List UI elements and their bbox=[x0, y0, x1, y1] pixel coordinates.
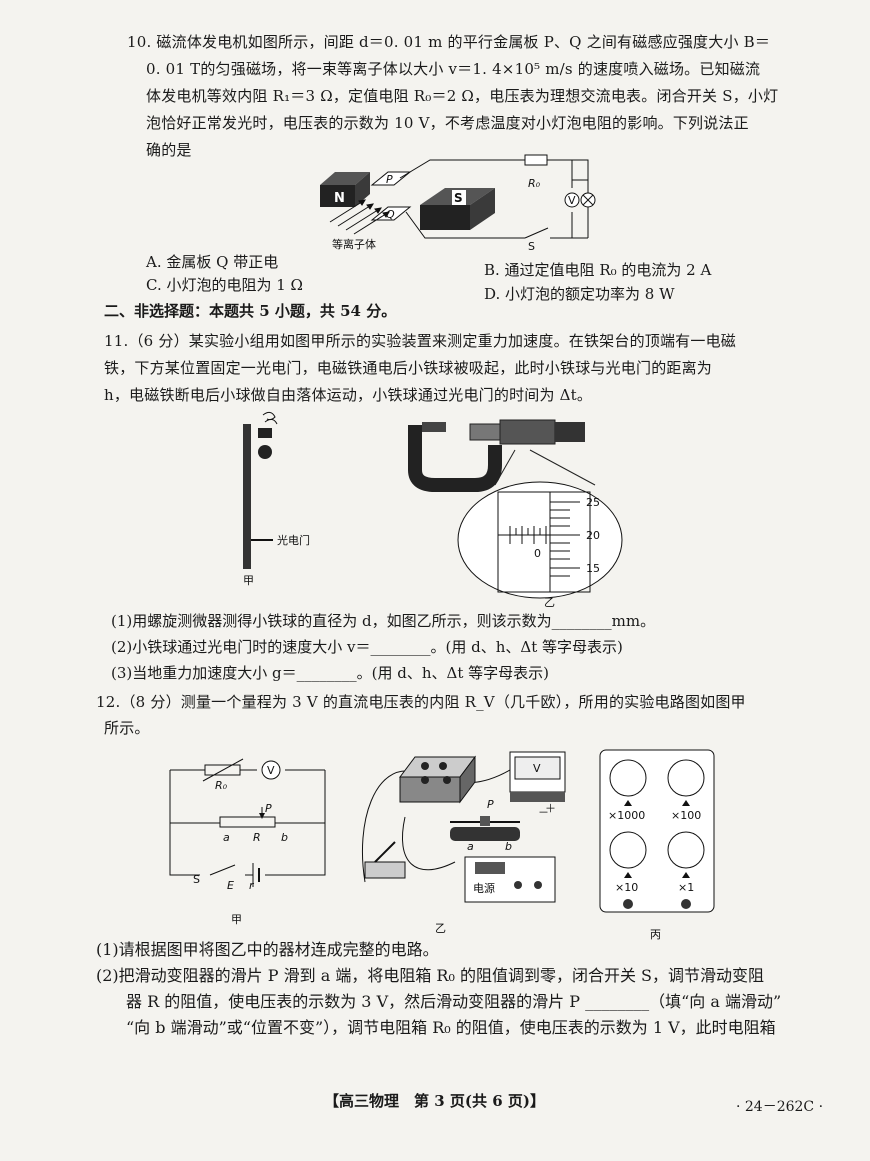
q10-n-pole-label: N bbox=[334, 191, 345, 206]
q12-fig-jia-e: E bbox=[227, 879, 234, 892]
q12-fig-jia-a: a bbox=[223, 831, 230, 844]
q12-circuit-figure: V R₀ P a R b S E r 甲 bbox=[169, 758, 326, 926]
dial-x10-label: ×10 bbox=[615, 881, 638, 894]
q10-option-c[interactable]: C. 小灯泡的电阻为 1 Ω bbox=[146, 276, 303, 294]
q11-sub-3: (3)当地重力加速度大小 g＝________。(用 d、h、Δt 等字母表示) bbox=[111, 664, 549, 682]
q11-line-1: 11.（6 分）某实验小组用如图甲所示的实验装置来测定重力加速度。在铁架台的顶端… bbox=[104, 332, 736, 350]
q12-fig-yi-caption: 乙 bbox=[435, 922, 446, 935]
q12-fig-yi-minus: － bbox=[538, 806, 549, 819]
q12-fig-jia-s: S bbox=[193, 873, 200, 886]
q11-line-3: h，电磁铁断电后小球做自由落体运动，小铁球通过光电门的时间为 Δt。 bbox=[104, 386, 593, 404]
q11-stand-figure: 光电门 甲 bbox=[243, 411, 310, 587]
q10-plasma-label: 等离子体 bbox=[332, 237, 376, 251]
q10-line-2: 0. 01 T的匀强磁场，将一束等离子体以大小 v＝1. 4×10⁵ m/s 的… bbox=[146, 60, 761, 78]
q11-fig-jia-caption: 甲 bbox=[243, 574, 254, 587]
q11-zero-label: 0 bbox=[534, 547, 541, 560]
q12-apparatus-figure: V － ＋ P a b 电源 乙 bbox=[361, 751, 566, 935]
plasma-arrows bbox=[329, 199, 390, 235]
q12-sub-3: 器 R 的阻值，使电压表的示数为 3 V，然后滑动变阻器的滑片 P ______… bbox=[126, 992, 782, 1011]
q12-fig-yi-a: a bbox=[467, 840, 474, 853]
q11-fig-yi-caption: 乙 bbox=[544, 596, 555, 609]
q12-sub-1: (1)请根据图甲将图乙中的器材连成完整的电路。 bbox=[96, 940, 439, 959]
q10-plate-p-label: P bbox=[386, 173, 393, 186]
footer-page-info: 【高三物理 第 3 页(共 6 页)】 bbox=[324, 1092, 545, 1110]
q10-mhd-figure: N P Q 等离子体 S R₀ V S bbox=[320, 154, 596, 253]
q12-fig-yi-p: P bbox=[487, 798, 494, 811]
q10-plate-q-label: Q bbox=[386, 208, 395, 221]
q10-s-pole-label: S bbox=[454, 191, 463, 205]
section-2-heading: 二、非选择题：本题共 5 小题，共 54 分。 bbox=[104, 302, 397, 320]
q10-option-a[interactable]: A. 金属板 Q 带正电 bbox=[146, 253, 279, 271]
q10-option-d[interactable]: D. 小灯泡的额定功率为 8 W bbox=[484, 285, 675, 303]
q10-r0-label: R₀ bbox=[528, 177, 541, 190]
q12-fig-yi-plus: ＋ bbox=[545, 802, 556, 815]
q10-switch-label: S bbox=[528, 240, 535, 253]
q12-fig-yi-v: V bbox=[533, 762, 541, 775]
q12-fig-bing-caption: 丙 bbox=[650, 928, 661, 941]
q10-option-b[interactable]: B. 通过定值电阻 R₀ 的电流为 2 A bbox=[484, 261, 712, 279]
q10-line-5: 确的是 bbox=[146, 141, 192, 159]
q11-sub-2: (2)小铁球通过光电门时的速度大小 v＝________。(用 d、h、Δt 等… bbox=[111, 638, 623, 656]
dial-x100-label: ×100 bbox=[671, 809, 701, 822]
q12-line-2: 所示。 bbox=[104, 719, 150, 737]
q12-fig-jia-b: b bbox=[281, 831, 288, 844]
q11-sub-1: (1)用螺旋测微器测得小铁球的直径为 d，如图乙所示，则该示数为________… bbox=[111, 612, 656, 630]
q11-tick-25: 25 bbox=[586, 496, 600, 509]
q11-tick-15: 15 bbox=[586, 562, 600, 575]
q10-voltmeter-v: V bbox=[568, 194, 576, 207]
q12-fig-jia-v: V bbox=[267, 764, 275, 777]
q12-line-1: 12.（8 分）测量一个量程为 3 V 的直流电压表的内阻 R_V（几千欧），所… bbox=[96, 693, 746, 711]
q12-fig-jia-r: R bbox=[253, 831, 261, 844]
terminal-left bbox=[623, 899, 633, 909]
q12-fig-jia-r-internal: r bbox=[249, 879, 255, 892]
q12-dial-box-figure: ×1000 ×100 ×10 ×1 丙 bbox=[599, 749, 715, 941]
q12-fig-yi-b: b bbox=[505, 840, 512, 853]
terminal-right bbox=[681, 899, 691, 909]
q11-micrometer-figure: 25 20 15 0 乙 bbox=[408, 419, 623, 609]
q12-fig-jia-r0: R₀ bbox=[215, 779, 228, 792]
q10-line-4: 泡恰好正常发光时，电压表的示数为 10 V，不考虑温度对小灯泡电阻的影响。下列说… bbox=[146, 114, 749, 132]
dial-x1000-label: ×1000 bbox=[608, 809, 645, 822]
q12-fig-jia-p: P bbox=[265, 802, 272, 815]
q11-gate-label: 光电门 bbox=[277, 533, 310, 547]
q11-tick-20: 20 bbox=[586, 529, 600, 542]
q12-sub-2: (2)把滑动变阻器的滑片 P 滑到 a 端，将电阻箱 R₀ 的阻值调到零，闭合开… bbox=[96, 966, 764, 985]
q12-fig-jia-caption: 甲 bbox=[231, 913, 242, 926]
footer-code: · 24－262C · bbox=[736, 1099, 824, 1115]
q10-line-3: 体发电机等效内阻 R₁＝3 Ω，定值电阻 R₀＝2 Ω，电压表为理想交流电表。闭… bbox=[146, 87, 779, 105]
q12-sub-4: “向 b 端滑动”或“位置不变”），调节电阻箱 R₀ 的阻值，使电压表的示数为 … bbox=[126, 1018, 776, 1037]
dial-x1-label: ×1 bbox=[678, 881, 694, 894]
q12-fig-yi-source: 电源 bbox=[473, 881, 495, 895]
q11-line-2: 铁，下方某位置固定一光电门，电磁铁通电后小铁球被吸起，此时小铁球与光电门的距离为 bbox=[104, 359, 713, 377]
q10-line-1: 10. 磁流体发电机如图所示，间距 d＝0. 01 m 的平行金属板 P、Q 之… bbox=[127, 33, 771, 51]
